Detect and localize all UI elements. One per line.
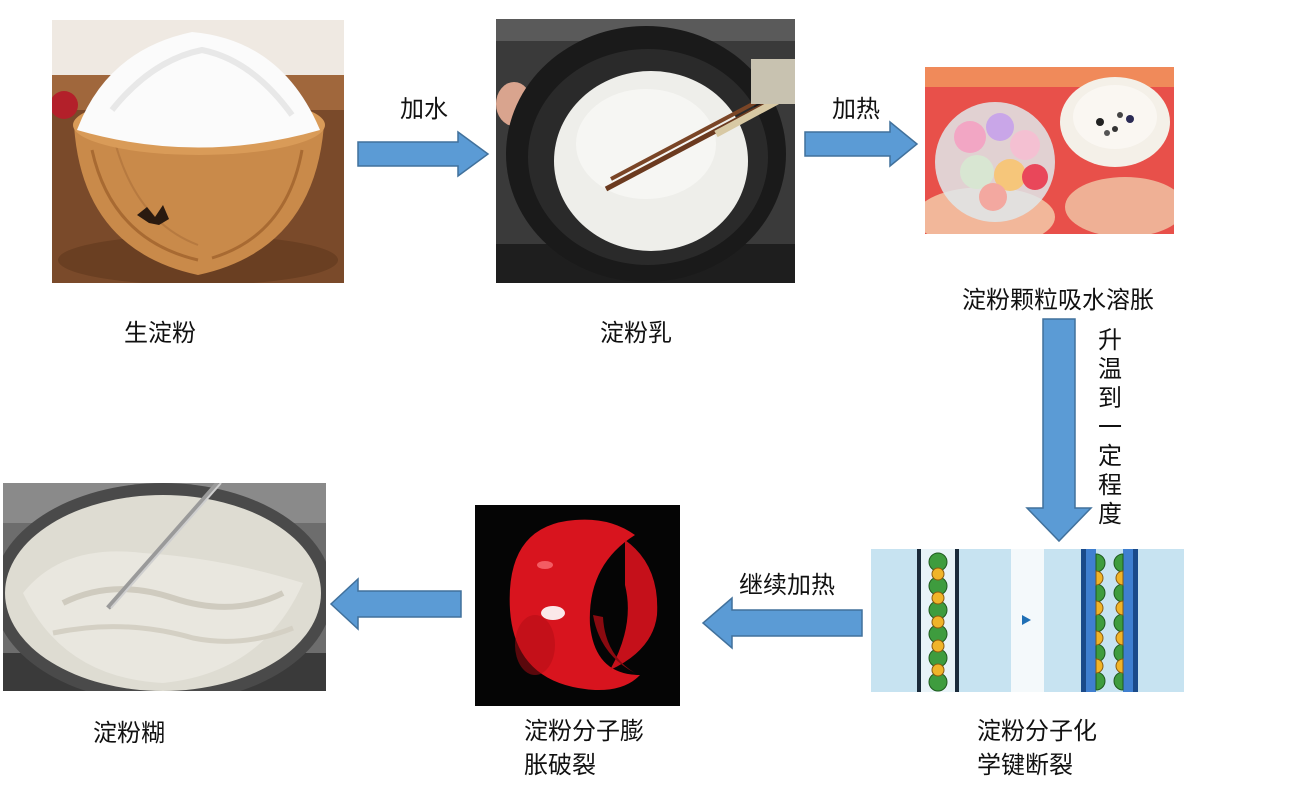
heat-to-degree-char: 度 (1098, 500, 1122, 528)
heat-to-degree-char: 升 (1098, 326, 1122, 354)
starch-milk-label: 淀粉乳 (600, 319, 672, 347)
granule-swelling-label: 淀粉颗粒吸水溶胀 (962, 286, 1154, 314)
heat-to-degree-char: 温 (1098, 355, 1122, 383)
heat-to-degree-arrow (1025, 318, 1093, 543)
bond-breaking-label-line2: 学键断裂 (977, 751, 1073, 779)
continue-heating-label: 继续加热 (739, 571, 835, 599)
continue-heating-arrow (701, 596, 863, 650)
starch-milk-photo (496, 19, 795, 283)
to-paste-arrow (329, 577, 462, 631)
heat-to-degree-char: 定 (1098, 442, 1122, 470)
molecule-burst-label-line2: 胀破裂 (524, 751, 596, 779)
add-water-label: 加水 (400, 95, 448, 123)
bond-breaking-diagram (871, 549, 1184, 692)
heat-to-degree-label: 升 温 到 一 定 程 度 (1095, 326, 1125, 529)
molecule-burst-photo (475, 505, 680, 706)
starch-paste-label: 淀粉糊 (93, 719, 165, 747)
raw-starch-label: 生淀粉 (124, 319, 196, 347)
raw-starch-photo (52, 20, 344, 283)
heat-to-degree-char: 程 (1098, 471, 1122, 499)
add-water-arrow (357, 130, 490, 178)
starch-paste-photo (3, 483, 326, 691)
heat-to-degree-char: 到 (1098, 384, 1122, 412)
molecule-burst-label-line1: 淀粉分子膨 (524, 717, 644, 745)
heat-label: 加热 (832, 95, 880, 123)
heat-arrow (804, 120, 919, 168)
bond-breaking-label-line1: 淀粉分子化 (977, 717, 1097, 745)
granule-swelling-photo (925, 67, 1174, 234)
heat-to-degree-char: 一 (1098, 413, 1122, 441)
